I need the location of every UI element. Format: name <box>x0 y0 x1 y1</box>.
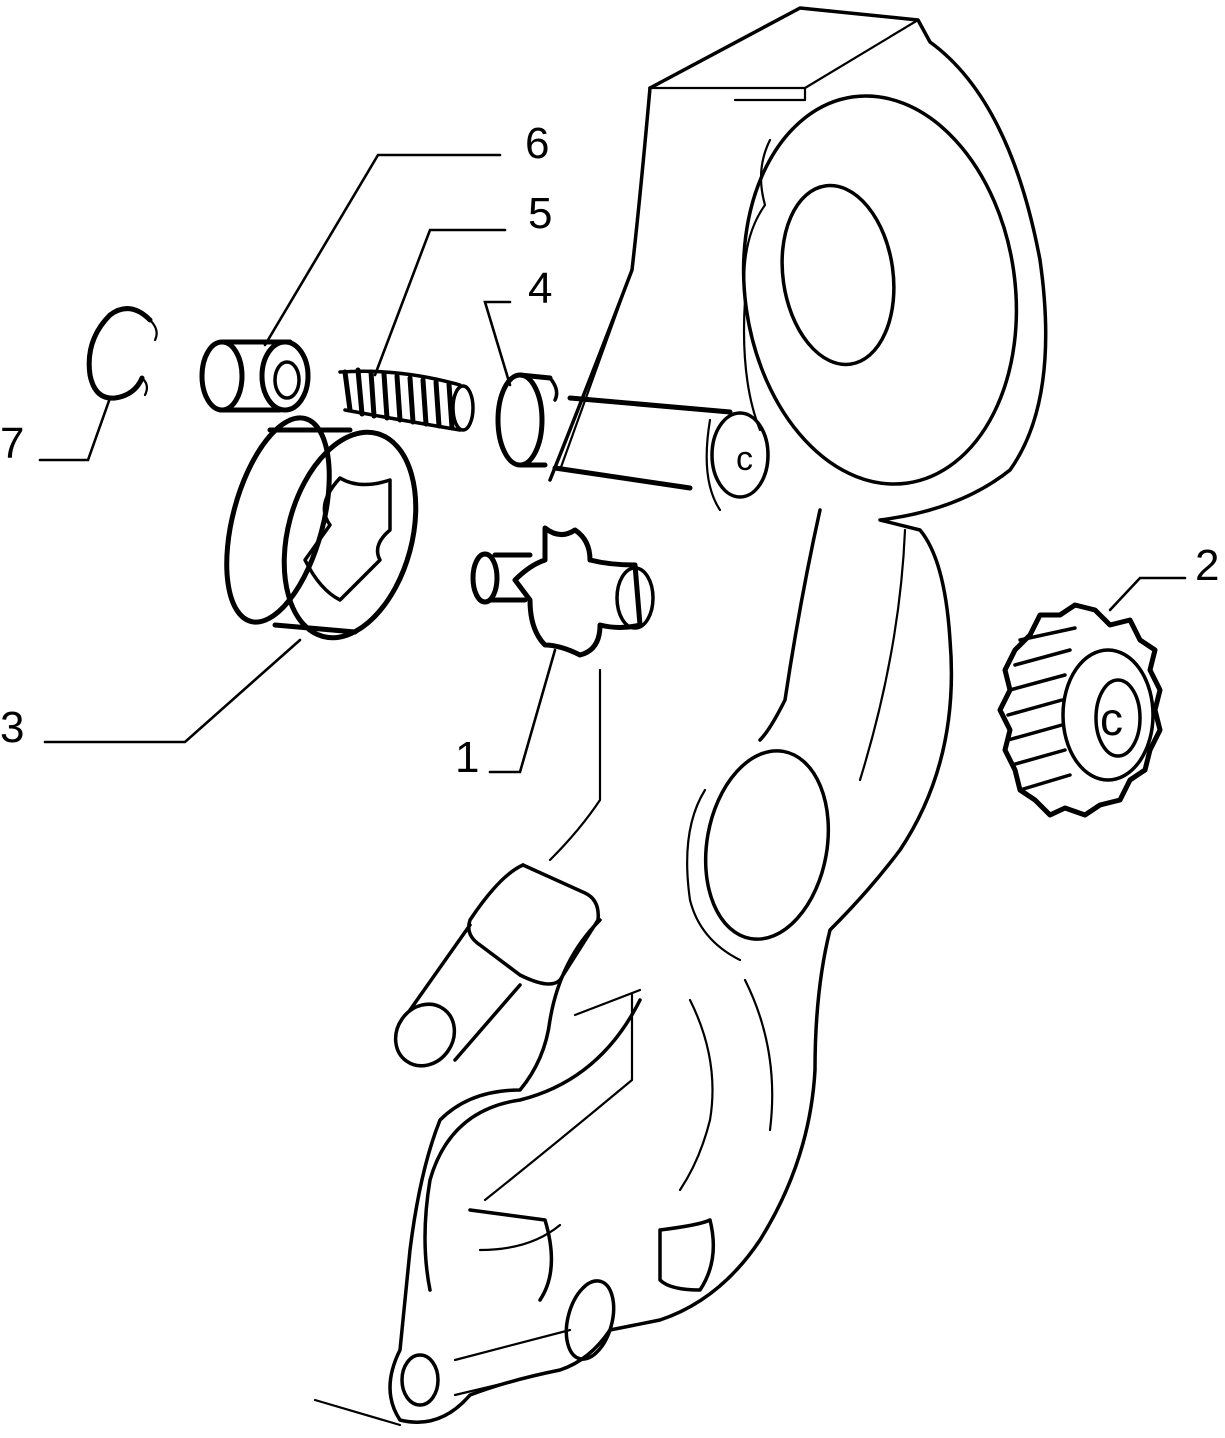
callout-6: 6 <box>525 119 549 168</box>
outer-rotor-part-3 <box>224 415 419 641</box>
callout-4: 4 <box>528 264 552 313</box>
shaft-part-4: c <box>495 372 770 512</box>
housing-shaft-stub <box>393 668 602 1068</box>
sleeve-part-6 <box>199 339 311 413</box>
svg-text:c: c <box>736 440 753 478</box>
callout-2: 2 <box>1195 541 1219 590</box>
callout-labels: 6 5 4 7 3 1 2 <box>0 119 1219 782</box>
callout-5: 5 <box>528 189 552 238</box>
gear-part-2: c <box>997 602 1163 818</box>
callout-3: 3 <box>0 703 24 752</box>
callout-7: 7 <box>0 419 24 468</box>
inner-rotor-part-1 <box>470 525 655 658</box>
callout-1: 1 <box>455 733 479 782</box>
svg-text:c: c <box>1100 693 1123 745</box>
circlip-part-7 <box>86 306 158 401</box>
leader-lines <box>38 153 1187 774</box>
pump-housing <box>313 6 1048 1427</box>
spring-part-5 <box>338 367 475 432</box>
